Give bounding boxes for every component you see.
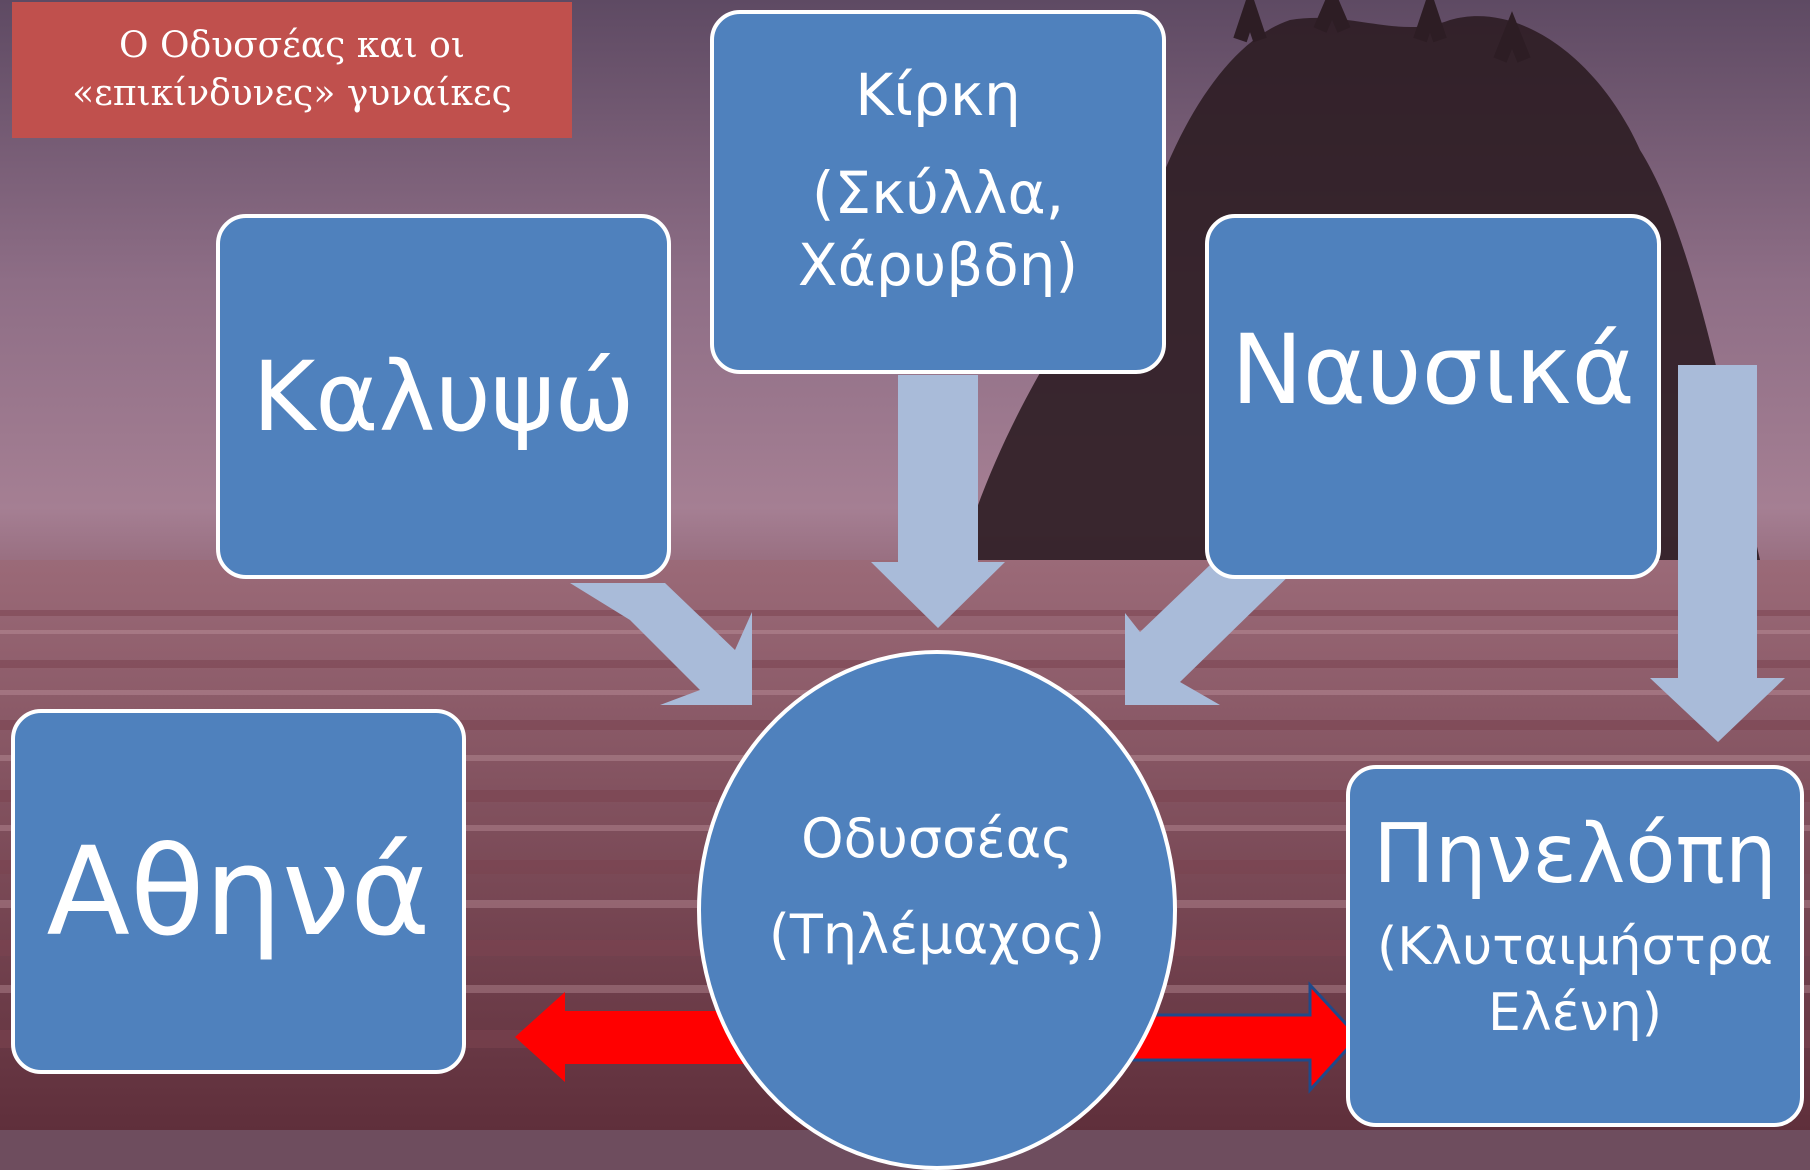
arrow-nausika-to-odysseas	[1125, 565, 1300, 705]
node-pineloppi-label: Πηνελόπη	[1373, 807, 1777, 902]
slide-title-line-1: Ο Οδυσσέας και οι	[119, 25, 465, 66]
node-kirki: Κίρκη (Σκύλλα, Χάρυβδη)	[710, 10, 1166, 374]
node-pineloppi-sub-1: (Κλυταιμήστρα	[1376, 917, 1774, 977]
node-athina: Αθηνά	[11, 709, 466, 1074]
node-nausika: Ναυσικά	[1205, 214, 1661, 579]
node-kirki-label: Κίρκη	[855, 61, 1021, 129]
slide-title-line-2: «επικίνδυνες» γυναίκες	[72, 73, 512, 114]
node-odysseas-label: Οδυσσέας	[801, 807, 1073, 870]
node-kirki-sub-2: Χάρυβδη)	[797, 231, 1079, 299]
node-odysseas-sub: (Τηλέμαχος)	[768, 903, 1106, 966]
node-kalypso: Καλυψώ	[216, 214, 671, 579]
node-nausika-label: Ναυσικά	[1231, 314, 1635, 426]
node-kirki-sub-1: (Σκύλλα,	[811, 159, 1065, 227]
arrow-kalypso-to-odysseas	[570, 583, 752, 705]
node-pineloppi-sub-2: Ελένη)	[1487, 983, 1663, 1043]
slide-title: Ο Οδυσσέας και οι «επικίνδυνες» γυναίκες	[12, 2, 572, 138]
node-kalypso-label: Καλυψώ	[252, 340, 635, 453]
arrow-kirki-to-odysseas	[871, 375, 1005, 628]
node-pineloppi: Πηνελόπη (Κλυταιμήστρα Ελένη)	[1346, 765, 1804, 1127]
node-athina-label: Αθηνά	[46, 820, 431, 963]
arrow-nausika-to-pineloppi	[1650, 365, 1785, 742]
node-odysseas: Οδυσσέας (Τηλέμαχος)	[697, 650, 1177, 1170]
